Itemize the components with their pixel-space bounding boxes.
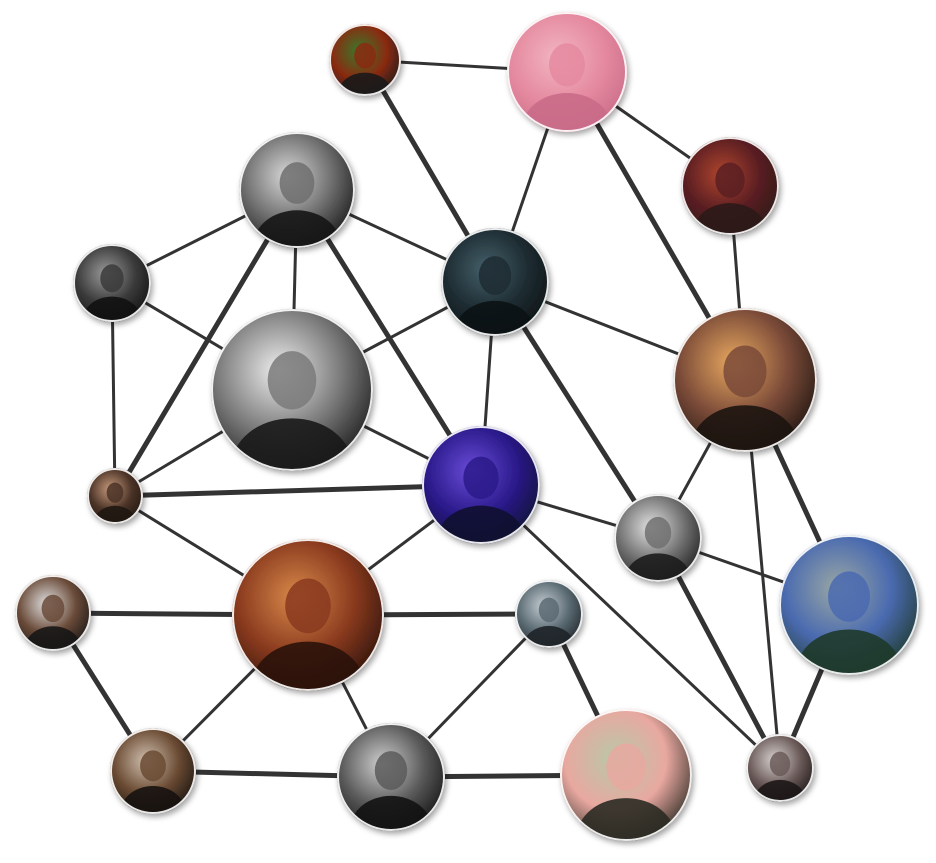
portrait-silhouette (454, 256, 536, 336)
avatar-border (746, 734, 814, 802)
portrait-silhouette (625, 516, 691, 582)
avatar-border (329, 24, 401, 96)
avatar-border (110, 728, 196, 814)
avatar-border (673, 308, 817, 452)
avatar-border (422, 426, 540, 544)
avatar-border (337, 723, 445, 831)
avatar-border (73, 244, 151, 322)
avatar-border (15, 575, 91, 651)
portrait-silhouette (350, 751, 432, 831)
avatar-man-bw-lying[interactable] (211, 309, 373, 516)
avatar-woman-long-hair[interactable] (746, 734, 814, 821)
avatar-border (560, 709, 692, 841)
avatar-dark-hair-illustrated-man[interactable] (441, 228, 549, 366)
portrait-silhouette (436, 456, 526, 544)
avatar-man-mustache-top-gun[interactable] (337, 723, 445, 861)
avatar-border (779, 535, 919, 675)
avatar-border (507, 12, 627, 132)
avatar-border (515, 580, 583, 648)
nodes-layer (15, 12, 919, 863)
avatar-border (681, 137, 779, 235)
portrait-silhouette (691, 345, 799, 452)
avatar-woman-winking-red-hair[interactable] (232, 539, 384, 733)
avatar-photographer-sunset[interactable] (673, 308, 817, 492)
avatar-woman-painting[interactable] (110, 728, 196, 838)
avatar-woman-bw-short-hair[interactable] (614, 494, 702, 606)
avatar-man-green-cap-beard[interactable] (779, 535, 919, 714)
avatar-young-man-smiling[interactable] (87, 468, 143, 539)
portrait-silhouette (253, 162, 341, 248)
avatar-bald-man-bw[interactable] (73, 244, 151, 343)
edge-n9-n10 (112, 482, 484, 499)
avatar-woman-bw-portrait[interactable] (239, 132, 355, 280)
avatar-border (87, 468, 143, 524)
avatar-illustrated-girl-flowers[interactable] (560, 709, 692, 863)
avatar-border (441, 228, 549, 336)
avatar-border (232, 539, 384, 691)
avatar-man-street-photo[interactable] (515, 580, 583, 667)
portrait-silhouette (796, 571, 902, 675)
avatar-woman-glasses-brick[interactable] (681, 137, 779, 262)
portrait-silhouette (251, 578, 365, 691)
avatar-speaker-on-stage[interactable] (422, 426, 540, 576)
avatar-border (614, 494, 702, 582)
portrait-silhouette (120, 750, 186, 814)
avatar-border (211, 309, 373, 471)
portrait-silhouette (576, 743, 676, 841)
avatar-border (239, 132, 355, 248)
portrait-silhouette (522, 43, 612, 132)
portrait-silhouette (231, 351, 353, 471)
portrait-silhouette (693, 162, 767, 235)
edge-n10-n19 (479, 483, 782, 770)
avatar-man-glasses-smiling[interactable] (15, 575, 91, 672)
avatar-joker-illustration[interactable] (329, 24, 401, 116)
avatar-pink-hair-girl[interactable] (507, 12, 627, 165)
edge-n4-n9 (112, 187, 300, 499)
